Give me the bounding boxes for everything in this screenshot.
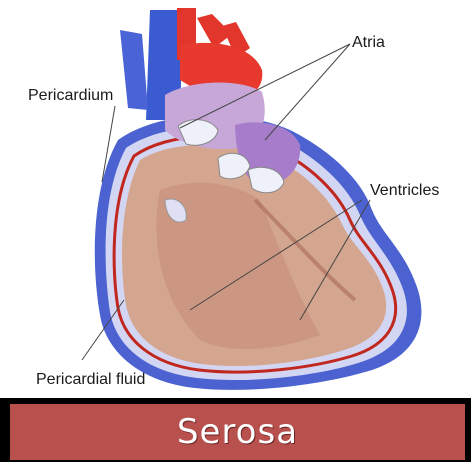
caption-title: Serosa (177, 412, 298, 452)
pericardial-fluid-label: Pericardial fluid (36, 372, 146, 398)
heart-illustration (0, 0, 471, 400)
atria-label: Atria (352, 34, 385, 52)
ventricles-label: Ventricles (370, 182, 439, 200)
pericardium-label: Pericardium (28, 87, 113, 105)
caption-banner-box: Serosa (10, 404, 465, 460)
caption-banner: Serosa (0, 398, 471, 462)
